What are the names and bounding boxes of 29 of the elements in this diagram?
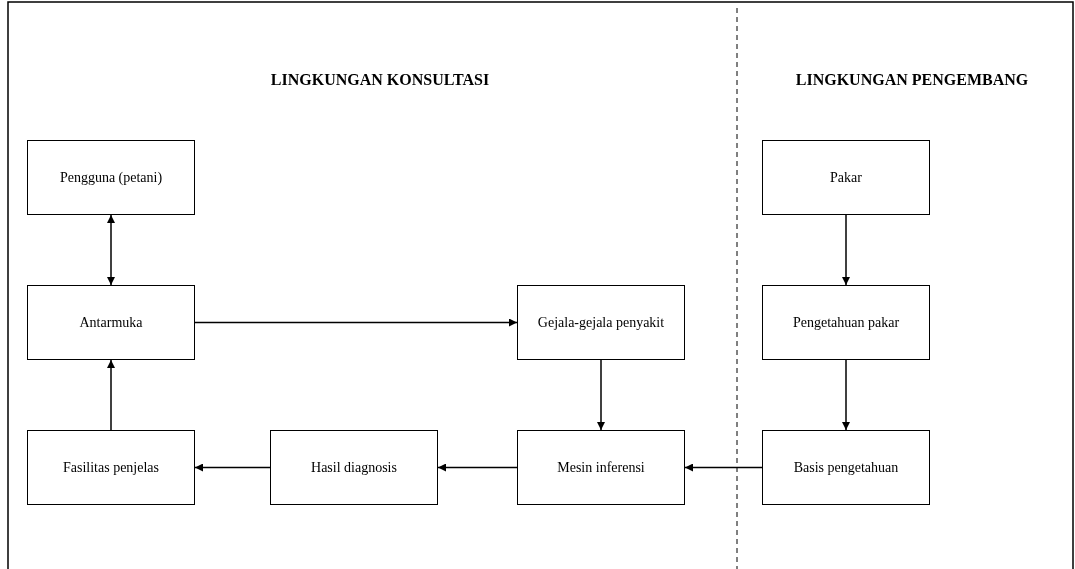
process-box bbox=[762, 140, 930, 215]
process-box bbox=[27, 140, 195, 215]
arrow bbox=[437, 463, 518, 472]
arrow bbox=[107, 214, 115, 286]
box-label: Antarmuka bbox=[79, 314, 143, 332]
arrow bbox=[842, 214, 850, 286]
section-heading: LINGKUNGAN PENGEMBANG bbox=[795, 70, 1029, 90]
box-label: Gejala-gejala penyakit bbox=[537, 314, 665, 332]
box-label: Basis pengetahuan bbox=[793, 459, 899, 477]
process-box bbox=[762, 430, 930, 505]
box-label: Fasilitas penjelas bbox=[62, 459, 159, 477]
arrow bbox=[194, 318, 518, 327]
arrow bbox=[107, 359, 115, 431]
box-label: Pengguna (petani) bbox=[59, 169, 163, 187]
arrow bbox=[597, 359, 605, 431]
arrow bbox=[194, 463, 271, 472]
box-label: Pakar bbox=[830, 169, 862, 187]
box-label: Mesin inferensi bbox=[557, 459, 645, 477]
arrow bbox=[684, 463, 763, 472]
process-box bbox=[517, 430, 685, 505]
process-box bbox=[27, 285, 195, 360]
section-heading: LINGKUNGAN KONSULTASI bbox=[270, 70, 490, 90]
process-box bbox=[270, 430, 438, 505]
box-label: Pengetahuan pakar bbox=[792, 314, 900, 332]
box-label: Hasil diagnosis bbox=[311, 459, 397, 477]
process-box bbox=[517, 285, 685, 360]
arrow bbox=[842, 359, 850, 431]
process-box bbox=[762, 285, 930, 360]
process-box bbox=[27, 430, 195, 505]
